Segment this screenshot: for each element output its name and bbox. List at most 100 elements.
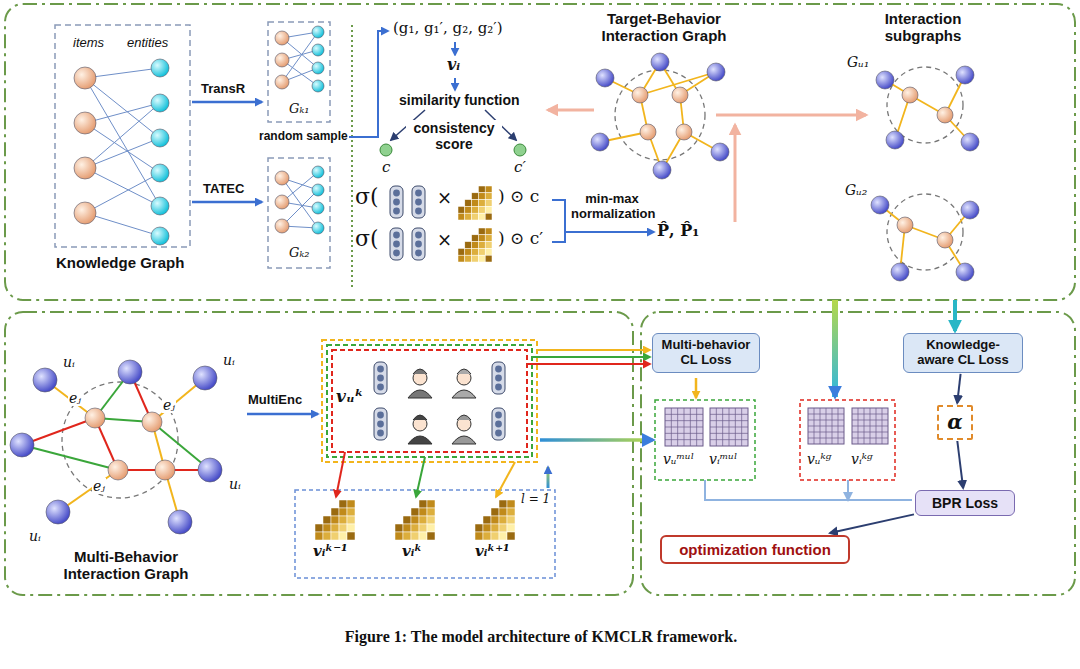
graph-stroke <box>377 366 384 373</box>
graph-stroke <box>393 241 400 248</box>
arrow <box>734 125 737 222</box>
label: vᵢᵏ⁺¹ <box>474 543 511 560</box>
graph-stroke <box>419 524 427 532</box>
layer-box <box>295 490 555 578</box>
graph-stroke <box>961 201 979 219</box>
graph-stroke <box>485 206 492 213</box>
graph-stroke <box>495 421 502 428</box>
graph-stroke <box>676 124 692 140</box>
arrow <box>537 349 650 351</box>
graph-stroke <box>891 263 909 281</box>
graph-stroke <box>331 516 339 524</box>
label: vᵤᵐᵘˡ <box>662 451 695 467</box>
graph-stroke <box>876 71 894 89</box>
graph-stroke <box>458 213 465 220</box>
graph-stroke <box>393 199 400 206</box>
graph-stroke <box>876 408 877 444</box>
graph-stroke <box>478 235 485 242</box>
graph-stroke <box>472 206 479 213</box>
arrow <box>705 480 912 500</box>
graph-stroke <box>312 202 324 214</box>
label: similarity function <box>398 92 521 108</box>
graph-stroke <box>478 248 485 255</box>
label: Target-Behavior Interaction Graph <box>583 10 745 45</box>
panel <box>5 4 1075 300</box>
kg-box <box>55 25 190 247</box>
graph-stroke <box>108 460 128 480</box>
graph-stroke <box>458 255 465 262</box>
graph-stroke <box>377 384 384 391</box>
graph-stroke <box>377 375 384 382</box>
graph-stroke <box>393 250 400 257</box>
label: uᵢ <box>28 528 42 544</box>
graph-stroke <box>275 219 289 233</box>
graph-stroke <box>155 460 175 480</box>
graph-stroke <box>408 390 432 398</box>
label: uᵢ <box>222 352 236 368</box>
label: min-max normalization <box>570 192 654 222</box>
graph-stroke <box>151 164 169 182</box>
graph-stroke <box>347 500 355 508</box>
graph-stroke <box>632 87 648 103</box>
graph-stroke <box>465 200 472 207</box>
behavior-box <box>327 345 532 457</box>
graph-stroke <box>142 412 162 432</box>
graph-stroke <box>151 129 169 147</box>
graph-stroke <box>331 532 339 540</box>
arrow <box>548 109 594 112</box>
graph-stroke <box>312 184 324 196</box>
graph-stroke <box>897 217 913 233</box>
graph-stroke <box>472 242 479 249</box>
graph-stroke <box>151 59 169 77</box>
graph-stroke <box>118 360 142 384</box>
graph-stroke <box>472 200 479 207</box>
graph-stroke <box>193 366 217 390</box>
graph-stroke <box>427 532 435 540</box>
graph-stroke <box>427 516 435 524</box>
graph-stroke <box>665 439 703 440</box>
label: × <box>436 230 453 251</box>
graph-stroke <box>458 248 465 255</box>
graph-stroke <box>415 241 422 248</box>
graph-stroke <box>458 206 465 213</box>
graph-stroke <box>707 63 725 81</box>
graph-stroke <box>741 408 742 446</box>
arrow <box>600 231 654 233</box>
embedding-box <box>655 400 755 480</box>
graph-stroke <box>711 143 729 161</box>
graph-stroke <box>412 228 425 260</box>
label: items <box>72 36 105 51</box>
graph-stroke <box>852 438 888 439</box>
graph-stroke <box>478 213 485 220</box>
graph-stroke <box>491 516 499 524</box>
graph-stroke <box>808 432 844 433</box>
graph-stroke <box>411 516 419 524</box>
graph-stroke <box>46 500 70 524</box>
graph-stroke <box>495 366 502 373</box>
graph-stroke <box>198 458 222 482</box>
label: entities <box>126 36 169 51</box>
label: c′ <box>513 159 527 176</box>
label: vᵢᵏᵍ <box>850 451 873 467</box>
graph-stroke <box>377 412 384 419</box>
graph-stroke <box>507 516 515 524</box>
graph-stroke <box>419 532 427 540</box>
graph-stroke <box>615 70 705 160</box>
graph-stroke <box>852 426 888 427</box>
graph-stroke <box>491 532 499 540</box>
embedding-box <box>800 400 895 480</box>
panel <box>5 312 633 595</box>
graph-stroke <box>393 232 400 239</box>
graph-stroke <box>937 107 953 123</box>
graph-stroke <box>956 66 974 84</box>
graph-stroke <box>411 508 419 516</box>
arrow <box>336 452 345 497</box>
graph-stroke <box>483 524 491 532</box>
graph-stroke <box>411 532 419 540</box>
label: Gᵤ₂ <box>844 182 868 198</box>
graph-stroke <box>665 433 703 434</box>
graph-stroke <box>507 532 515 540</box>
graph-stroke <box>390 228 403 260</box>
graph-stroke <box>902 87 918 103</box>
arrow <box>695 378 698 398</box>
